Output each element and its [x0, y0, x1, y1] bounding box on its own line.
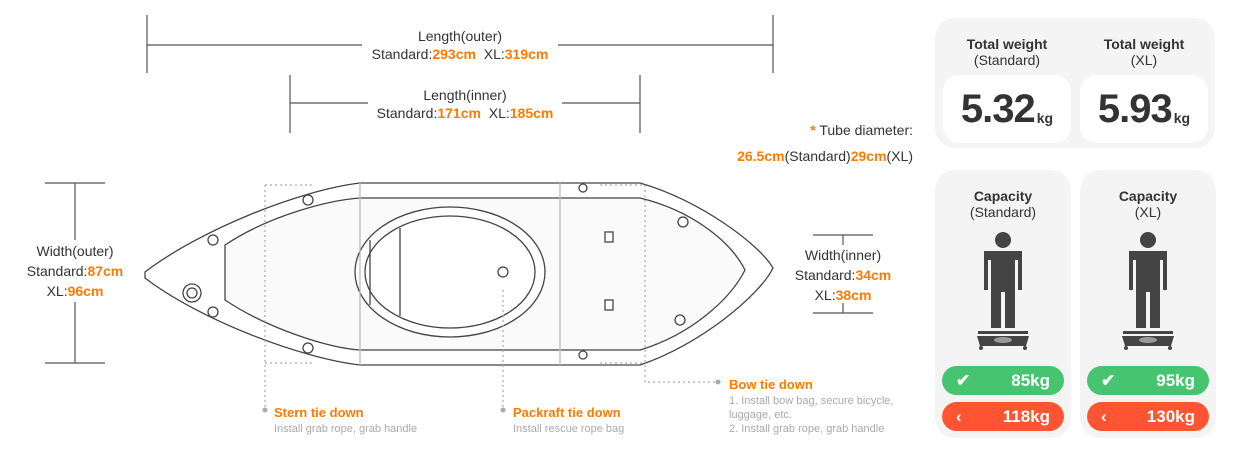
length-inner-label: Length(inner) Standard:171cm XL:185cm — [376, 87, 554, 121]
stern-tie-down-desc: Install grab rope, grab handle — [274, 423, 418, 435]
bow-tie-down-title: Bow tie down — [729, 377, 813, 392]
person-on-scale-icon — [977, 232, 1029, 350]
capacity-xl-card: Capacity(XL) ✔95kg ‹130kg — [1080, 170, 1216, 438]
tube-diameter-label: * Tube diameter: 26.5cm(Standard)29cm(XL… — [737, 122, 913, 164]
length-outer-label: Length(outer) Standard:293cm XL:319cm — [371, 28, 549, 62]
weight-standard-title: Total weight(Standard) — [966, 36, 1048, 68]
max-capacity-standard: ‹118kg — [942, 402, 1064, 431]
recommended-capacity-standard: ✔85kg — [942, 366, 1064, 395]
capacity-standard-card: Capacity(Standard) ✔85kg ‹118kg — [935, 170, 1071, 438]
total-weight-card: Total weight(Standard) Total weight(XL) … — [935, 18, 1215, 148]
packraft-tie-down-title: Packraft tie down — [513, 405, 621, 420]
width-outer-label: Width(outer) Standard:87cm XL:96cm — [26, 243, 124, 299]
check-icon: ✔ — [956, 370, 971, 390]
max-capacity-xl: ‹130kg — [1087, 402, 1209, 431]
boat-outline — [144, 182, 774, 366]
less-than-icon: ‹ — [1101, 406, 1107, 426]
bow-tie-down-desc: 1. Install bow bag, secure bicycle,lugga… — [729, 395, 894, 435]
check-icon: ✔ — [1101, 370, 1116, 390]
capacity-xl-title: Capacity(XL) — [1118, 188, 1178, 220]
width-inner-label: Width(inner) Standard:34cm XL:38cm — [794, 247, 892, 303]
weight-xl-title: Total weight(XL) — [1103, 36, 1185, 68]
capacity-standard-title: Capacity(Standard) — [969, 188, 1037, 220]
less-than-icon: ‹ — [956, 406, 962, 426]
stern-tie-down-title: Stern tie down — [274, 405, 364, 420]
packraft-diagram — [45, 15, 873, 413]
person-on-scale-icon — [1122, 232, 1174, 350]
recommended-capacity-xl: ✔95kg — [1087, 366, 1209, 395]
packraft-tie-down-desc: Install rescue rope bag — [513, 423, 625, 435]
